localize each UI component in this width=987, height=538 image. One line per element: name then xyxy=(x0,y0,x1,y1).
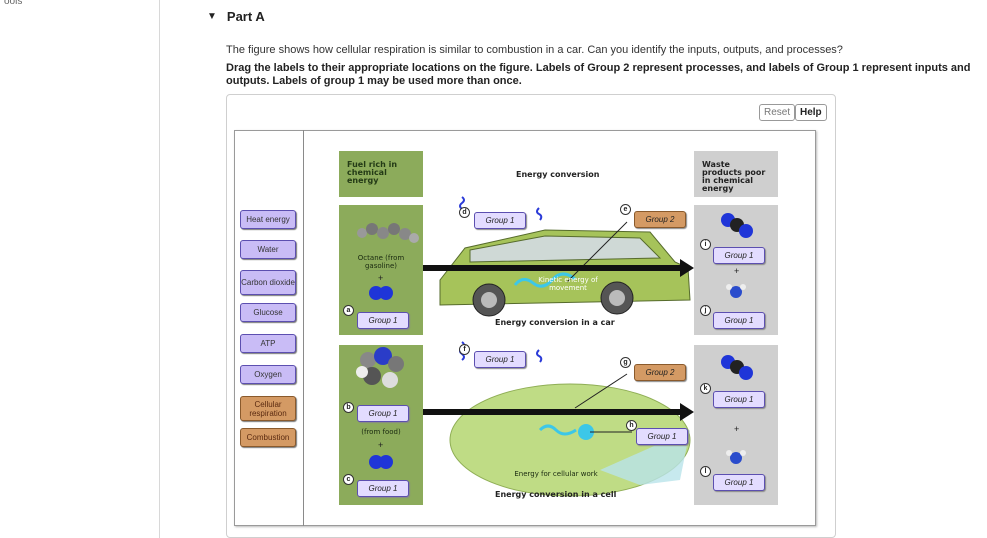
octane-molecule xyxy=(357,223,419,243)
water-molecule-cell xyxy=(726,450,746,464)
marker-i: i xyxy=(700,239,711,250)
heat-wave-car-right xyxy=(536,207,543,221)
part-a-title: Part A xyxy=(226,9,265,24)
left-rail: ools xyxy=(0,0,160,538)
waste-heading: Waste products poor in chemical energy xyxy=(694,151,778,197)
drop-target-f[interactable]: Group 1 xyxy=(474,351,526,368)
marker-b: b xyxy=(343,402,354,413)
drop-target-d[interactable]: Group 1 xyxy=(474,212,526,229)
help-button[interactable]: Help xyxy=(795,104,827,121)
marker-e: e xyxy=(620,204,631,215)
oxygen-molecule-car xyxy=(369,286,393,300)
reset-button[interactable]: Reset xyxy=(759,104,796,121)
car-caption: Energy conversion in a car xyxy=(495,318,615,327)
co2-molecule-car xyxy=(721,213,753,238)
drop-target-g[interactable]: Group 2 xyxy=(634,364,686,381)
bank-label-carbon-dioxide[interactable]: Carbon dioxide xyxy=(240,270,296,295)
marker-f: f xyxy=(459,344,470,355)
bank-label-oxygen[interactable]: Oxygen xyxy=(240,365,296,384)
drop-target-e[interactable]: Group 2 xyxy=(634,211,686,228)
drop-target-k[interactable]: Group 1 xyxy=(713,391,765,408)
marker-h: h xyxy=(626,420,637,431)
fuel-heading: Fuel rich in chemical energy xyxy=(339,151,423,197)
drop-target-j[interactable]: Group 1 xyxy=(713,312,765,329)
octane-text: Octane (from gasoline) xyxy=(357,254,405,270)
marker-a: a xyxy=(343,305,354,316)
bank-label-combustion[interactable]: Combustion xyxy=(240,428,296,447)
drop-target-i[interactable]: Group 1 xyxy=(713,247,765,264)
plus-octane-oxygen: + xyxy=(378,273,384,283)
oxygen-molecule-cell xyxy=(369,455,393,469)
bank-label-cellular-respiration[interactable]: Cellular respiration xyxy=(240,396,296,421)
cell-work-squiggle xyxy=(538,424,577,436)
bank-label-water[interactable]: Water xyxy=(240,240,296,259)
cellular-work-text: Energy for cellular work xyxy=(514,470,598,478)
marker-j: j xyxy=(700,305,711,316)
car-arrow-head xyxy=(680,259,694,277)
question-instructions: Drag the labels to their appropriate loc… xyxy=(226,62,971,87)
label-bank-divider xyxy=(303,130,304,526)
marker-c: c xyxy=(343,474,354,485)
drop-target-a[interactable]: Group 1 xyxy=(357,312,409,329)
kinetic-squiggle xyxy=(513,272,576,288)
cell-caption: Energy conversion in a cell xyxy=(495,490,617,499)
heat-wave-cell-right xyxy=(536,349,543,363)
leader-line-g xyxy=(574,373,628,409)
car-windows xyxy=(469,235,662,263)
marker-g: g xyxy=(620,357,631,368)
marker-l: l xyxy=(700,466,711,477)
drop-target-h[interactable]: Group 1 xyxy=(636,428,688,445)
bank-label-heat-energy[interactable]: Heat energy xyxy=(240,210,296,229)
plus-waste-cell: + xyxy=(734,424,740,434)
marker-k: k xyxy=(700,383,711,394)
conversion-heading: Energy conversion xyxy=(516,170,600,179)
plus-glucose-oxygen: + xyxy=(378,440,384,450)
marker-d: d xyxy=(459,207,470,218)
kinetic-energy-text: Kinetic energy of movement xyxy=(538,276,598,292)
cell-arrow-head xyxy=(680,403,694,421)
water-molecule-car xyxy=(726,284,746,298)
food-text: (from food) xyxy=(361,428,401,436)
leader-line-e xyxy=(566,221,628,283)
drop-target-l[interactable]: Group 1 xyxy=(713,474,765,491)
plus-waste-car: + xyxy=(734,266,740,276)
co2-molecule-cell xyxy=(721,355,753,380)
drop-target-c[interactable]: Group 1 xyxy=(357,480,409,497)
caret-down-icon[interactable]: ▼ xyxy=(207,11,217,22)
part-a-header[interactable]: ▼ Part A xyxy=(207,9,265,24)
car-rear-hub xyxy=(609,290,625,306)
cell-work-burst xyxy=(578,424,594,440)
bank-label-glucose[interactable]: Glucose xyxy=(240,303,296,322)
bank-label-atp[interactable]: ATP xyxy=(240,334,296,353)
rail-tools-text: ools xyxy=(4,0,23,7)
drop-target-b[interactable]: Group 1 xyxy=(357,405,409,422)
question-prompt: The figure shows how cellular respiratio… xyxy=(226,44,843,56)
glucose-molecule xyxy=(356,347,404,388)
car-front-hub xyxy=(481,292,497,308)
